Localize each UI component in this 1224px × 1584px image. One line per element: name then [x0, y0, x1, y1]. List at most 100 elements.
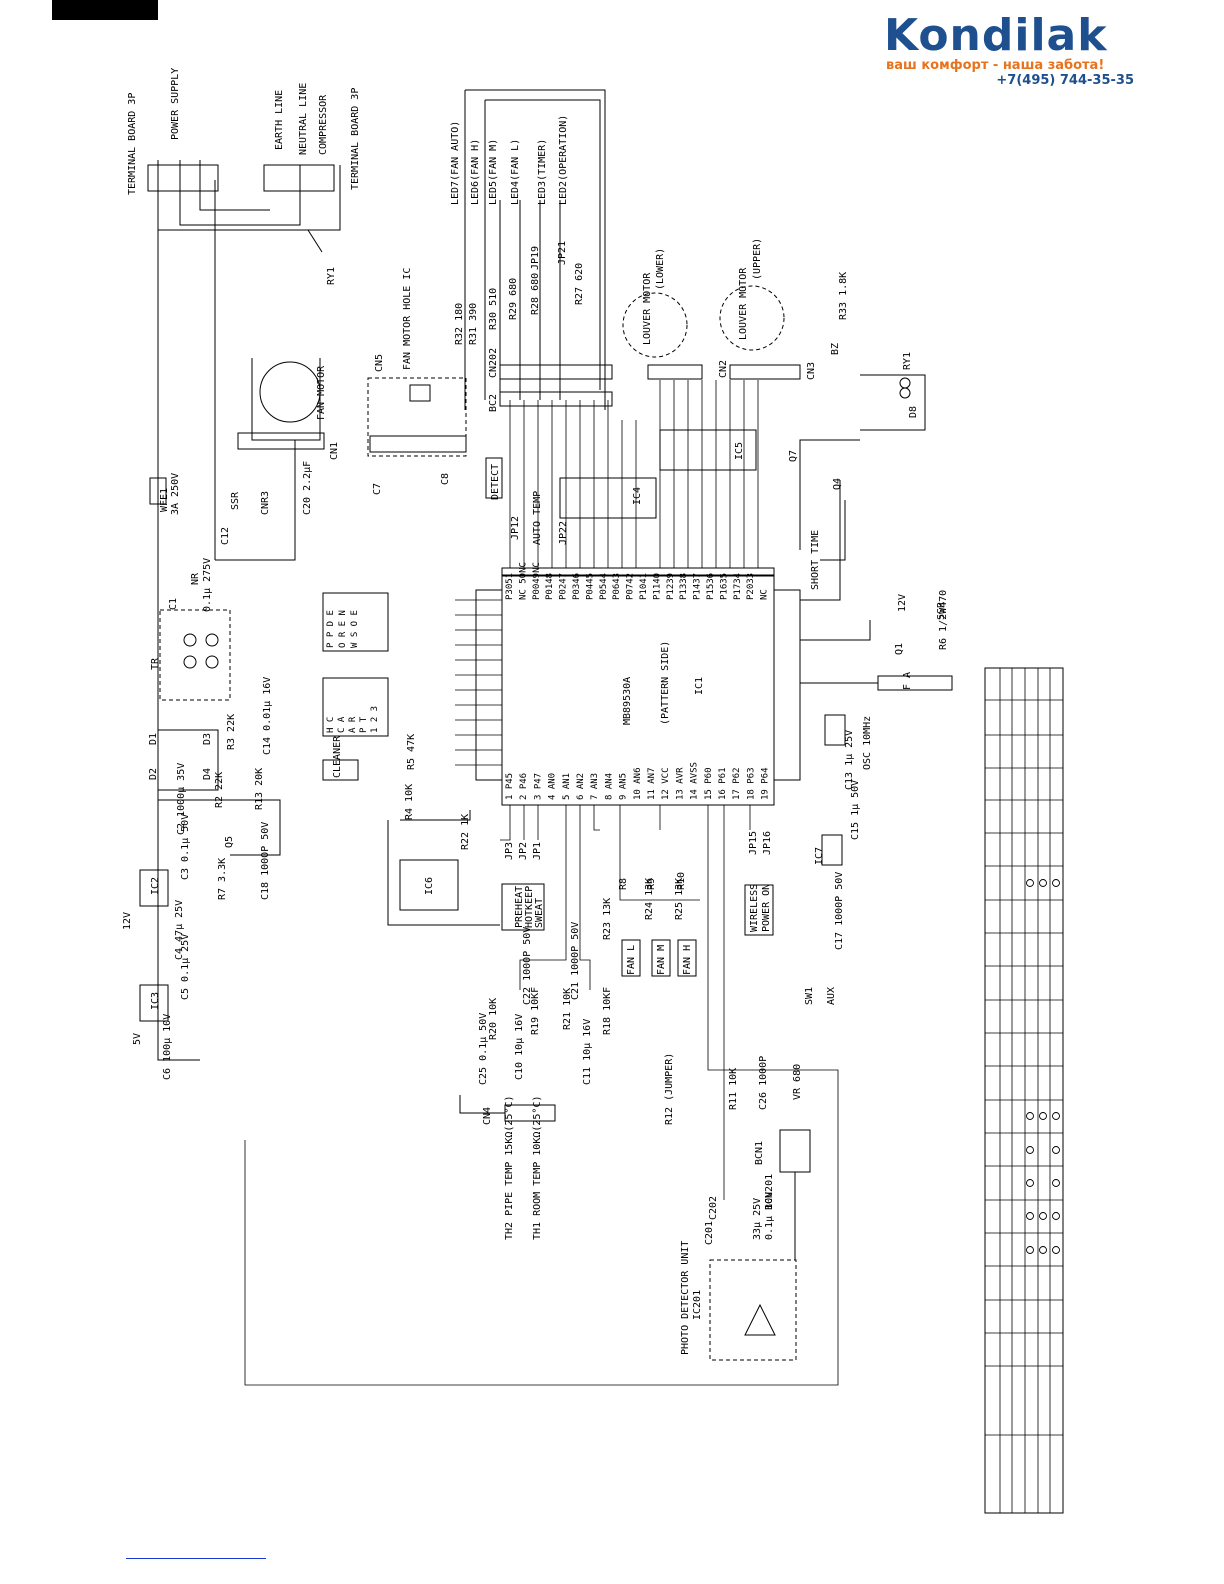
label-cn4: CN4: [482, 1107, 493, 1125]
label-fuse: WFE1: [159, 488, 170, 512]
label-c8: C8: [440, 473, 451, 485]
label-upper: (UPPER): [752, 238, 763, 280]
label-led5: LED5(FAN M): [488, 139, 499, 205]
ic1-left-pin-2: P0049NC: [532, 562, 542, 600]
label-jp22: JP22: [558, 521, 569, 545]
ic1-bottom-pin-10: 11 AN7: [647, 767, 657, 800]
label-photo-unit: PHOTO DETECTOR UNIT: [680, 1241, 691, 1355]
label-ic1-name: IC1: [694, 677, 705, 695]
label-c21: C21 1000P 50V: [570, 922, 581, 1000]
label-ic1-side: (PATTERN SIDE): [660, 641, 671, 725]
label-led7: LED7(FAN AUTO): [450, 121, 461, 205]
label-compressor: COMPRESSOR: [318, 94, 329, 155]
label-r11: R11 10K: [728, 1068, 739, 1110]
label-r19: R19 10KF: [530, 987, 541, 1035]
label-c12: C12: [220, 527, 231, 545]
ic1-bottom-pin-12: 13 AVR: [675, 767, 685, 800]
ic1-left-pin-8: P0643: [612, 573, 622, 600]
ic1-left-pin-19: NC: [760, 589, 770, 600]
ic1-left-pin-10: P1041: [639, 573, 649, 600]
top-black-bar: [52, 0, 158, 20]
ic1-left-pin-13: P1338: [679, 573, 689, 600]
label-c6: C6 100μ 10V: [162, 1014, 173, 1080]
ic1-left-pin-3: P0148: [545, 573, 555, 600]
bridge-rectifier: [157, 729, 219, 791]
ic1-left-pin-1: NC 50NC: [518, 562, 528, 600]
ic1-bottom-pin-4: 5 AN1: [562, 773, 572, 800]
label-r2: R2 22K: [214, 772, 225, 808]
ic1-left-pin-16: P1635: [719, 573, 729, 600]
label-c17: C17 1000P 50V: [834, 872, 845, 950]
label-c202: C202: [708, 1196, 719, 1220]
label-ic5: IC5: [734, 442, 745, 460]
brand-logo: Kondilak ваш комфорт - наша забота! +7(4…: [884, 14, 1136, 94]
label-r29: R29 680: [508, 278, 519, 320]
label-th1: TH1 ROOM TEMP 10KΩ(25°C): [532, 1096, 543, 1241]
switch-group2-label-3: P T: [359, 716, 369, 733]
ic1-bottom-pin-17: 18 P63: [746, 767, 756, 800]
ic1-bottom-pin-6: 7 AN3: [590, 773, 600, 800]
label-ic2: IC2: [150, 877, 161, 895]
ic1-left-pin-11: P1140: [652, 573, 662, 600]
label-jp19: JP19: [530, 246, 541, 270]
label-ic7: IC7: [814, 847, 825, 865]
ic1-bottom-pin-14: 15 P60: [704, 767, 714, 800]
label-power-on: POWER ON: [761, 884, 772, 932]
label-r31: R31 390: [468, 303, 479, 345]
ic6-box: [399, 859, 459, 911]
label-c25: C25 0.1μ 50V: [478, 1013, 489, 1085]
ic1-left-pin-5: P0346: [572, 573, 582, 600]
label-c4: C4 47μ 25V: [174, 900, 185, 960]
label-c2: C2 1000μ 35V: [176, 763, 187, 835]
label-r30: R30 510: [488, 288, 499, 330]
ic1-left-pin-12: P1239: [666, 573, 676, 600]
label-d2: D2: [148, 768, 159, 780]
label-bz: BZ: [830, 343, 841, 355]
label-fan-l: FAN L: [626, 945, 637, 975]
ic1-bottom-pin-3: 4 AN0: [548, 773, 558, 800]
label-cnr3: CNR3: [260, 491, 271, 515]
detect-box: [485, 457, 503, 499]
brand-tagline: ваш комфорт - наша забота!: [886, 58, 1105, 73]
switch-group1-label-1: O R E N: [338, 610, 348, 648]
label-short-time: SHORT TIME: [810, 530, 821, 590]
label-sw1: SW1: [804, 987, 815, 1005]
switch-group1-label-0: P P D E: [326, 610, 336, 648]
label-r8: R8: [618, 878, 629, 890]
label-c201-val: 0.1μ 10V: [764, 1192, 775, 1240]
label-jp1: JP1: [532, 842, 543, 860]
ic7-box: [821, 834, 843, 866]
label-aux: AUX: [826, 987, 837, 1005]
label-cn2: CN2: [718, 360, 729, 378]
label-earth-line: EARTH LINE: [274, 90, 285, 150]
transformer: [159, 609, 231, 701]
ic1-bottom-pin-7: 8 AN4: [604, 773, 614, 800]
ic1-bottom-pin-16: 17 P62: [732, 767, 742, 800]
label-c14: C14 0.01μ 16V: [262, 677, 273, 755]
label-ssr: SSR: [230, 491, 241, 510]
label-cn3: CN3: [806, 362, 817, 380]
label-louver-motor-lower: LOUVER MOTOR: [642, 272, 653, 345]
label-12v-ic2: 12V: [122, 912, 133, 930]
label-louver-motor-upper: LOUVER MOTOR: [738, 267, 749, 340]
ic4-box: [559, 477, 657, 519]
label-ic201: IC201: [692, 1290, 703, 1320]
label-relay: RY1: [326, 267, 337, 285]
label-th2: TH2 PIPE TEMP 15KΩ(25°C): [504, 1096, 515, 1241]
label-cn202: CN202: [488, 348, 499, 378]
label-r27: R27 620: [574, 263, 585, 305]
label-jp15: JP15: [748, 831, 759, 855]
label-wireless: WIRELESS: [749, 884, 760, 932]
ic1-bottom-pin-11: 12 VCC: [661, 767, 671, 800]
label-r23: R23 13K: [602, 898, 613, 940]
label-terminal-board-right: TERMINAL BOARD 3P: [350, 88, 361, 190]
switch-label-group1: [322, 592, 389, 652]
label-tr: TR: [150, 657, 161, 670]
label-r3: R3 22K: [226, 714, 237, 750]
label-c22: C22 1000P 50V: [522, 927, 533, 1005]
label-q5: Q5: [224, 836, 235, 848]
label-r7: R7 3.3K: [217, 858, 228, 900]
